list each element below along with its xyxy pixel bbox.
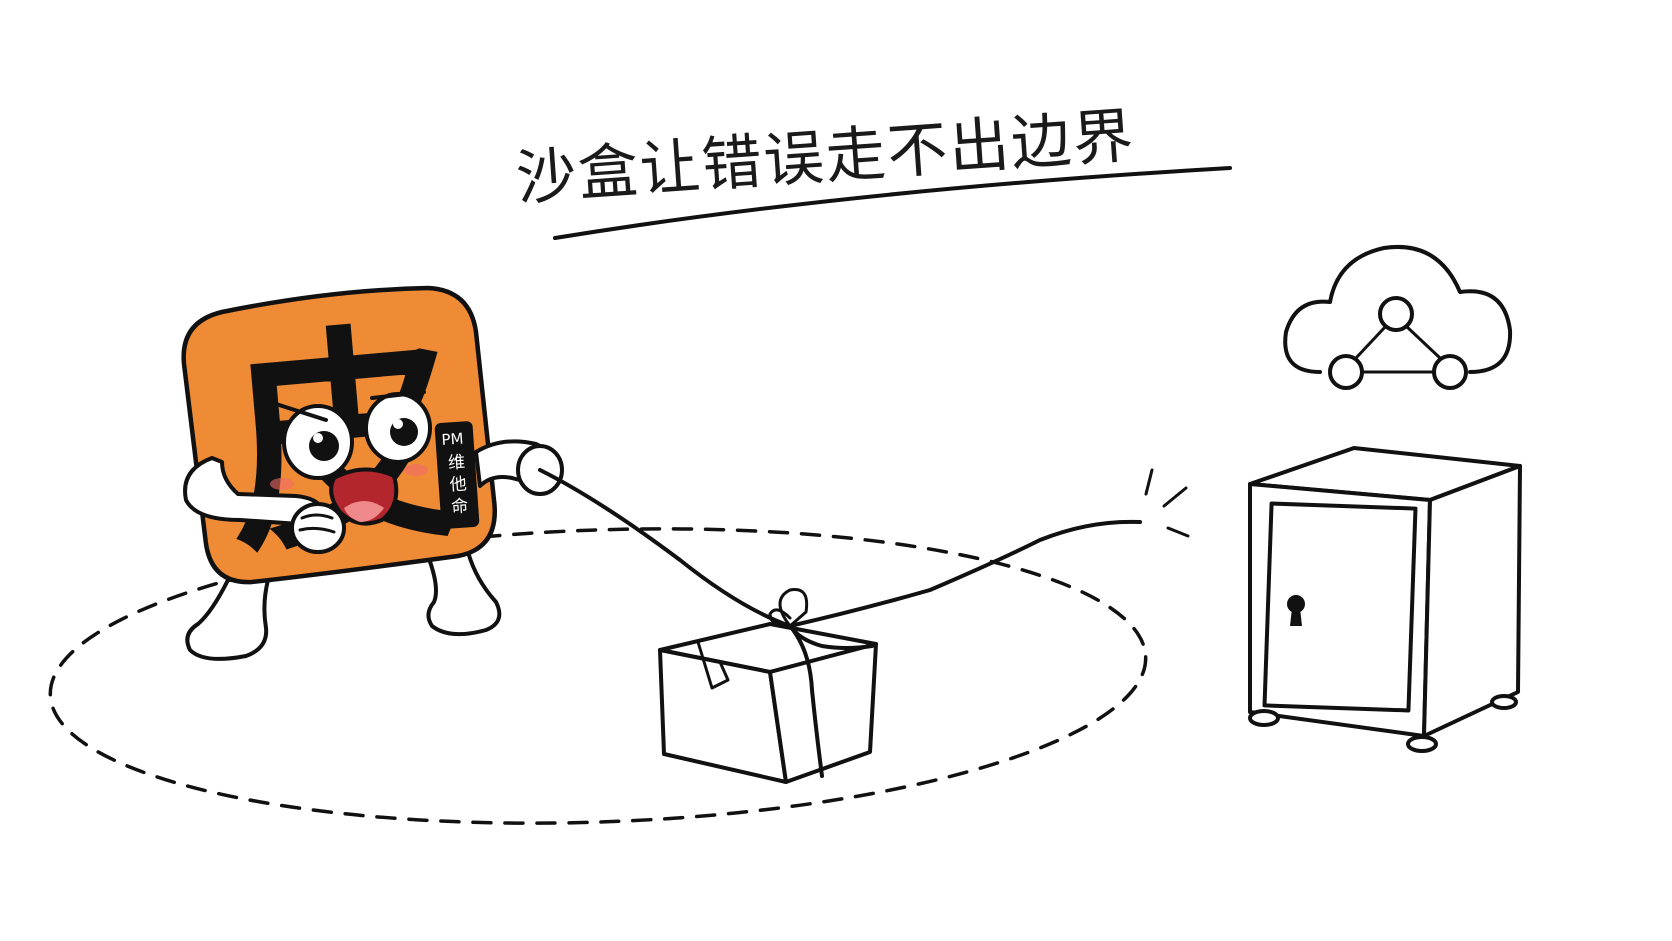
mascot-mouth [329,467,399,526]
rope-to-box [538,468,792,628]
cloud-network-icon [1283,245,1513,390]
safe-vault-icon [1248,446,1522,753]
mascot-tag-line2: 维 [447,452,465,473]
mascot-left-eyebrow [274,402,328,422]
rope-snap-lines [1144,468,1190,538]
mascot-left-cheek [270,478,294,490]
mascot-tag-line3: 他 [449,474,467,495]
mascot-left-pupil [309,431,339,461]
headline-text: 沙盒让错误走不出边界 [514,101,1137,214]
mascot-right-leg [426,550,502,637]
mascot-eyes [274,390,432,480]
mascot-right-cheek [404,464,428,476]
sandbox-boundary-dashed-ellipse [48,527,1148,825]
headline-underline [553,166,1232,240]
mascot-right-eyebrow [370,390,426,400]
mascot-character: 皮 PM 维 他 [181,285,564,661]
mascot-left-hand-fingers [298,513,336,534]
mascot-left-leg [185,578,270,661]
headline-group: 沙盒让错误走不出边界 [514,101,1232,240]
mascot-tag-line1: PM [441,429,464,448]
rope-to-snap [788,519,1142,628]
mascot-tag-line4: 命 [451,496,469,517]
package-box-icon [658,587,878,784]
mascot-tag: PM 维 他 命 [434,421,480,529]
